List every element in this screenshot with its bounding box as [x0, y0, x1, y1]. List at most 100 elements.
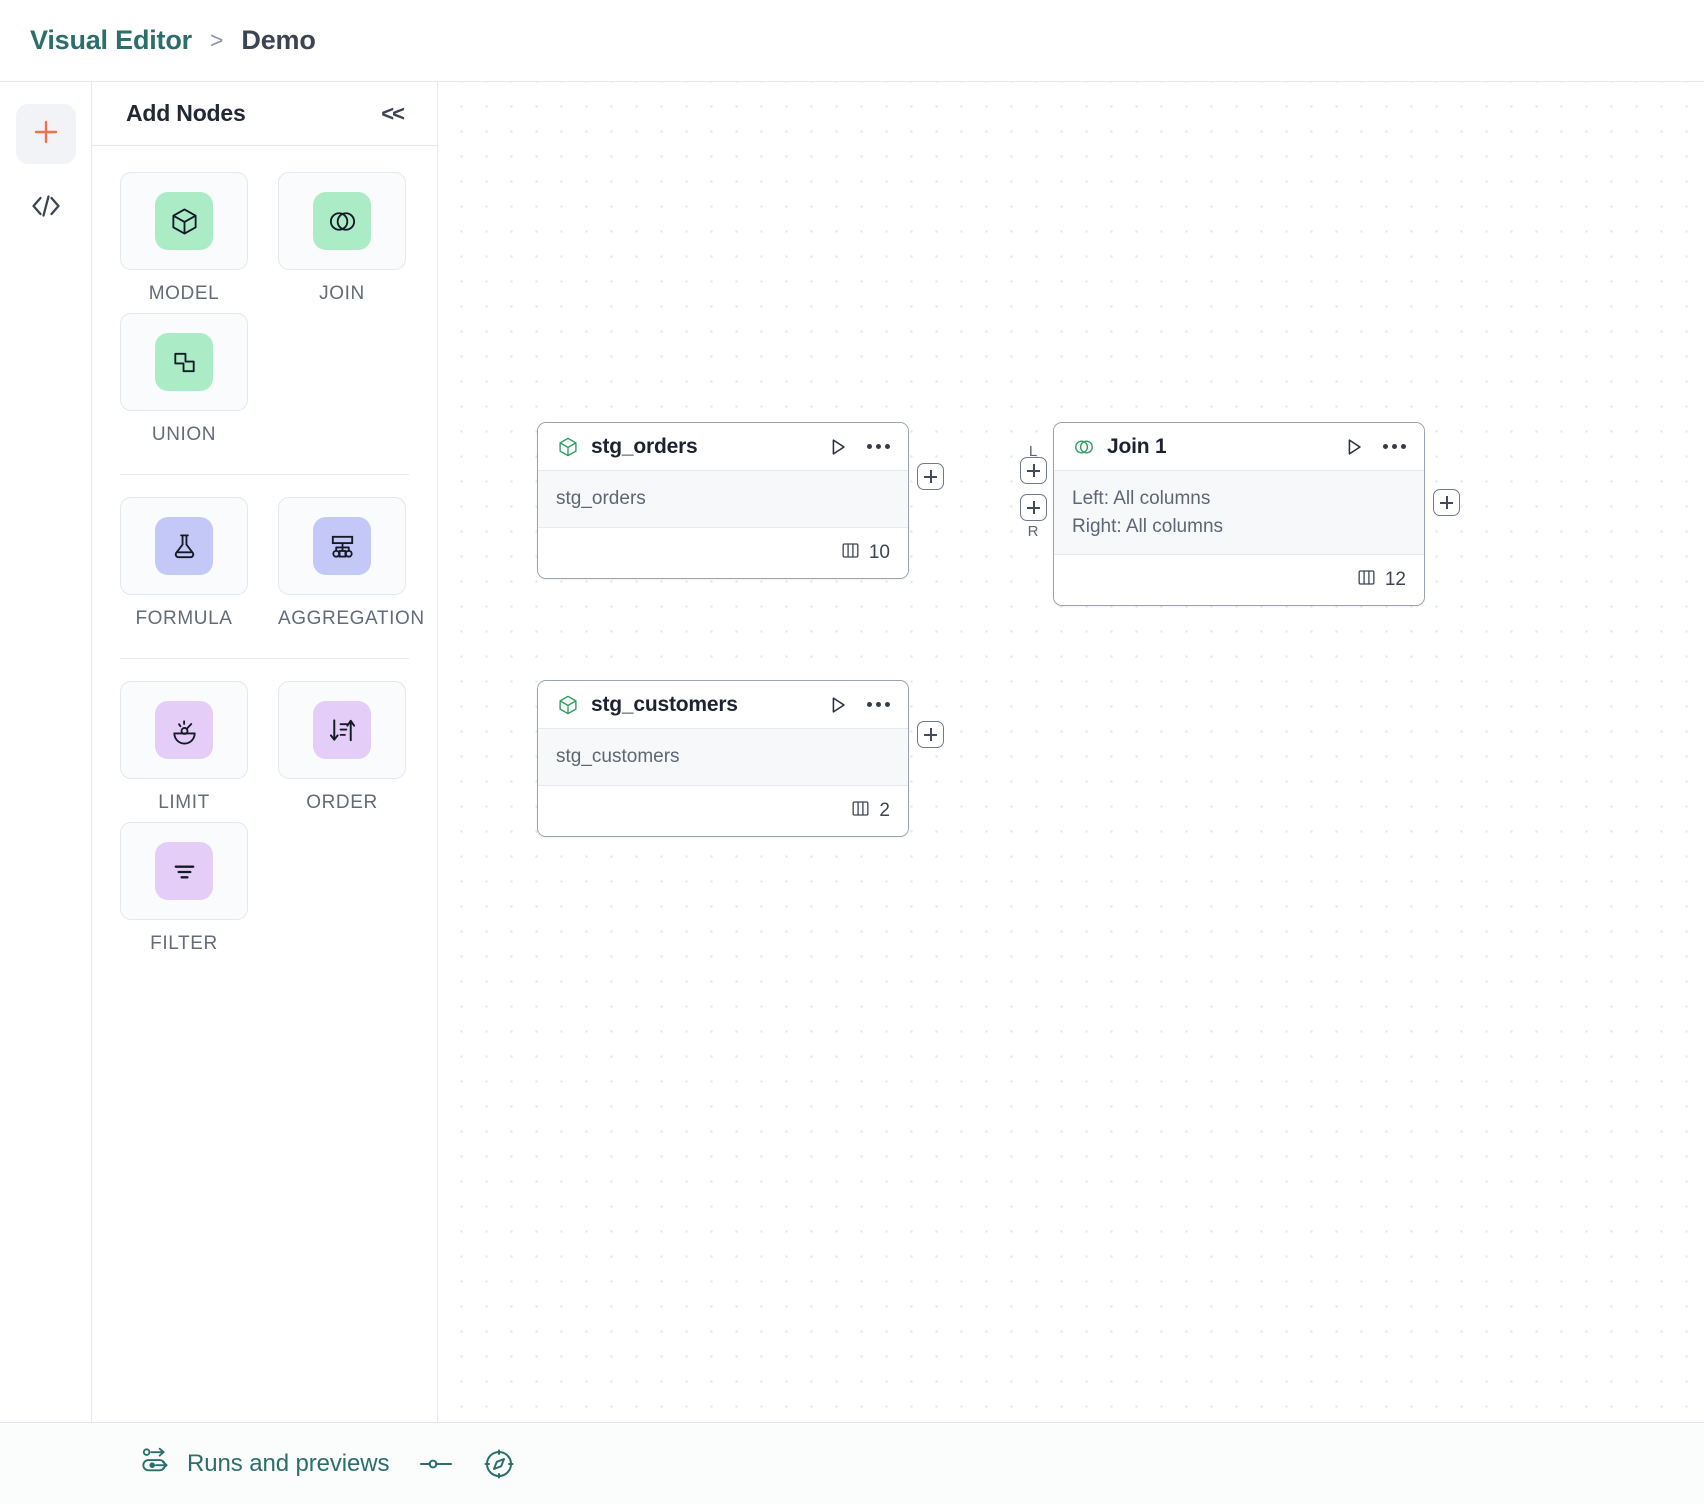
- runs-and-previews-button[interactable]: Runs and previews: [140, 1447, 390, 1480]
- node-group-sources: MODEL JOIN: [120, 172, 409, 454]
- join-left-port-label: L: [1028, 443, 1038, 460]
- flow-node-actions: [827, 694, 892, 716]
- plus-icon: [1027, 501, 1040, 514]
- add-nodes-panel-header: Add Nodes <<: [92, 82, 437, 146]
- flow-node-header: stg_orders: [538, 423, 908, 471]
- cube-icon: [556, 435, 580, 459]
- flow-node-body: Left: All columns Right: All columns: [1054, 471, 1424, 556]
- bottom-toolbar: Runs and previews: [0, 1422, 1704, 1504]
- join-right-port-label: R: [1027, 523, 1039, 540]
- plus-icon: [1027, 464, 1040, 477]
- add-nodes-panel-body: MODEL JOIN: [92, 146, 437, 1422]
- node-group-transform: FORMULA: [120, 497, 425, 638]
- editor-body: Add Nodes <<: [0, 82, 1704, 1422]
- add-node-button[interactable]: [15, 104, 76, 164]
- collapse-panel-button[interactable]: <<: [381, 100, 405, 126]
- flow-node-actions: [827, 436, 892, 458]
- flow-canvas[interactable]: stg_orders stg_orders: [438, 82, 1704, 1422]
- model-label: MODEL: [148, 283, 220, 304]
- flow-node-footer: 12: [1054, 555, 1424, 606]
- bottom-toolbar-inner: Runs and previews: [92, 1447, 515, 1480]
- limit-label: LIMIT: [158, 792, 210, 813]
- filter-icon: [155, 842, 213, 900]
- code-icon: [29, 192, 63, 225]
- union-tile[interactable]: [120, 313, 248, 411]
- flow-node-stg-orders[interactable]: stg_orders stg_orders: [537, 422, 909, 579]
- play-icon[interactable]: [1343, 436, 1365, 458]
- flow-node-right-columns: Right: All columns: [1072, 515, 1224, 537]
- node-palette-item-limit[interactable]: LIMIT: [120, 681, 248, 814]
- flow-edges: [438, 82, 738, 232]
- flow-node-footer: 2: [538, 785, 908, 836]
- order-tile[interactable]: [278, 681, 406, 779]
- column-count: 10: [868, 541, 890, 563]
- flow-node-title: Join 1: [1107, 434, 1167, 458]
- output-port-join-1[interactable]: [1433, 489, 1460, 516]
- columns-icon: [841, 541, 860, 565]
- plus-icon: [924, 470, 937, 483]
- output-port-stg-orders[interactable]: [917, 463, 944, 490]
- flow-node-join-1[interactable]: Join 1 Left: All columns Right: [1053, 422, 1425, 607]
- node-palette-item-model[interactable]: MODEL: [120, 172, 248, 305]
- plus-icon: [1440, 496, 1453, 509]
- input-port-join-left[interactable]: [1020, 457, 1047, 484]
- more-icon[interactable]: [865, 438, 892, 455]
- plus-icon: [924, 728, 937, 741]
- plus-icon: [31, 117, 61, 152]
- runs-and-previews-label: Runs and previews: [187, 1449, 390, 1477]
- output-port-stg-customers[interactable]: [917, 721, 944, 748]
- code-view-button[interactable]: [16, 178, 76, 238]
- flask-icon: [155, 517, 213, 575]
- join-tile[interactable]: [278, 172, 406, 270]
- breadcrumb-current-page: Demo: [241, 25, 316, 55]
- columns-icon: [1357, 568, 1376, 592]
- column-count: 12: [1384, 569, 1406, 591]
- palette-divider-1: [120, 474, 409, 475]
- filter-tile[interactable]: [120, 822, 248, 920]
- palette-divider-2: [120, 658, 409, 659]
- aggregation-label: AGGREGATION: [278, 608, 425, 629]
- flow-node-header: Join 1: [1054, 423, 1424, 471]
- more-icon[interactable]: [1381, 438, 1408, 455]
- node-palette-item-order[interactable]: ORDER: [278, 681, 406, 814]
- left-icon-rail: [0, 82, 92, 1422]
- column-count: 2: [879, 799, 890, 821]
- union-icon: [155, 333, 213, 391]
- more-icon[interactable]: [865, 696, 892, 713]
- flow-node-stg-customers[interactable]: stg_customers stg_customers: [537, 680, 909, 837]
- model-tile[interactable]: [120, 172, 248, 270]
- flow-node-title: stg_orders: [591, 434, 698, 458]
- gauge-icon: [155, 701, 213, 759]
- union-label: UNION: [151, 424, 217, 445]
- slider-icon[interactable]: [419, 1454, 453, 1474]
- breadcrumb-root-link[interactable]: Visual Editor: [30, 25, 192, 55]
- node-palette-item-filter[interactable]: FILTER: [120, 822, 248, 955]
- node-palette-item-join[interactable]: JOIN: [278, 172, 406, 305]
- compass-icon[interactable]: [483, 1448, 515, 1480]
- node-palette-item-union[interactable]: UNION: [120, 313, 248, 446]
- node-palette-item-aggregation[interactable]: AGGREGATION: [278, 497, 425, 630]
- cube-icon: [155, 192, 213, 250]
- order-label: ORDER: [306, 792, 378, 813]
- runs-flow-icon: [140, 1447, 170, 1480]
- input-port-join-right[interactable]: [1020, 494, 1047, 521]
- flow-node-header: stg_customers: [538, 681, 908, 729]
- cube-icon: [556, 693, 580, 717]
- flow-node-footer: 10: [538, 527, 908, 578]
- limit-tile[interactable]: [120, 681, 248, 779]
- columns-icon: [851, 799, 870, 823]
- play-icon[interactable]: [827, 694, 849, 716]
- node-palette-item-formula[interactable]: FORMULA: [120, 497, 248, 630]
- node-group-refine: LIMIT: [120, 681, 409, 963]
- add-nodes-panel: Add Nodes <<: [92, 82, 438, 1422]
- filter-label: FILTER: [150, 933, 218, 954]
- play-icon[interactable]: [827, 436, 849, 458]
- flow-node-source-line: stg_orders: [556, 488, 646, 509]
- flow-node-title: stg_customers: [591, 692, 738, 716]
- breadcrumb: Visual Editor > Demo: [0, 0, 1704, 82]
- formula-tile[interactable]: [120, 497, 248, 595]
- venn-icon: [313, 192, 371, 250]
- flow-node-left-columns: Left: All columns: [1072, 488, 1211, 509]
- aggregation-tile[interactable]: [278, 497, 406, 595]
